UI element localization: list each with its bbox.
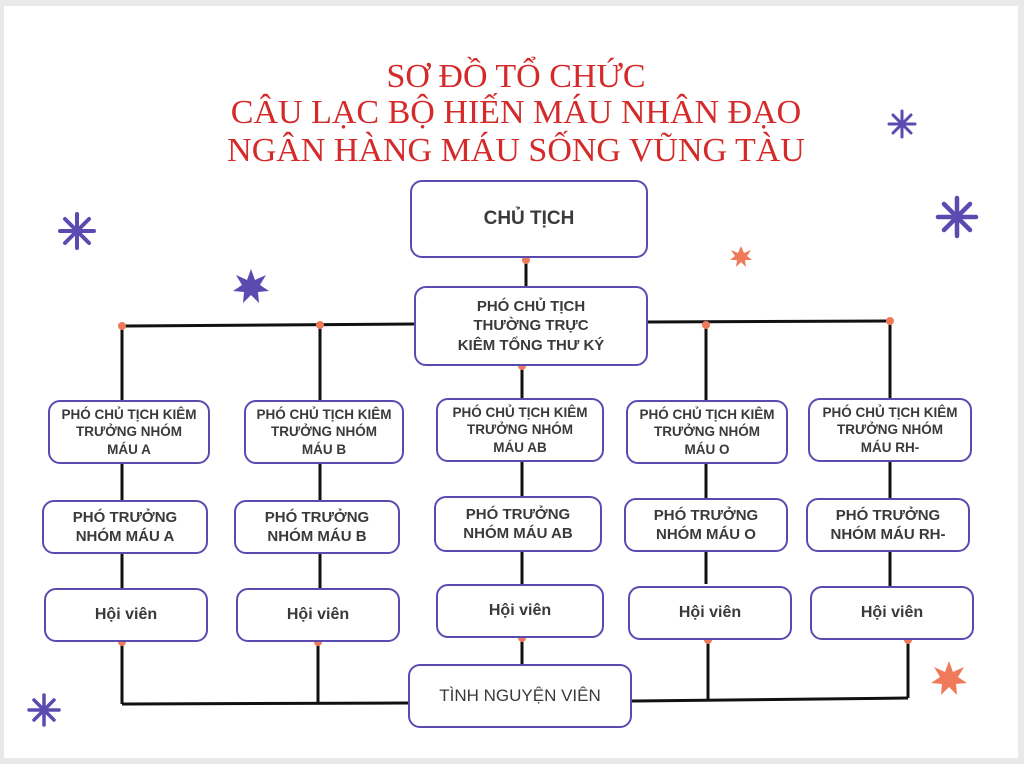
volunteer-box: TÌNH NGUYỆN VIÊN [408, 664, 632, 728]
asterisk-star-icon [935, 195, 979, 239]
deputy-line-2: NHÓM MÁU O [655, 526, 756, 543]
group-head-line-2: TRƯỞNG NHÓM [467, 422, 573, 438]
asterisk-star-icon [887, 109, 917, 139]
group-head-line-2: TRƯỞNG NHÓM [654, 424, 760, 440]
group-head-a-box: PHÓ CHỦ TỊCH KIÊM TRƯỞNG NHÓM MÁU A [48, 400, 210, 464]
deputy-line-2: NHÓM MÁU B [267, 528, 367, 545]
deputy-rh-box: PHÓ TRƯỞNG NHÓM MÁU RH- [806, 498, 970, 552]
deputy-b-box: PHÓ TRƯỞNG NHÓM MÁU B [234, 500, 400, 554]
group-head-line-3: MÁU A [107, 441, 151, 457]
deputy-ab-box: PHÓ TRƯỞNG NHÓM MÁU AB [434, 496, 602, 552]
group-head-line-3: MÁU B [301, 441, 347, 457]
connector-branch-right [647, 319, 891, 324]
org-chart-page: SƠ ĐỒ TỔ CHỨC CÂU LẠC BỘ HIẾN MÁU NHÂN Đ… [4, 6, 1018, 758]
group-head-line-1: PHÓ CHỦ TỊCH KIÊM [639, 406, 775, 422]
group-head-line-1: PHÓ CHỦ TỊCH KIÊM [452, 404, 588, 420]
group-head-rh-box: PHÓ CHỦ TỊCH KIÊM TRƯỞNG NHÓM MÁU RH- [808, 398, 972, 462]
connector-branch-left [121, 322, 415, 328]
group-head-line-1: PHÓ CHỦ TỊCH KIÊM [61, 406, 197, 422]
chart-title-line-2: CÂU LẠC BỘ HIẾN MÁU NHÂN ĐẠO [230, 94, 802, 131]
group-head-line-1: PHÓ CHỦ TỊCH KIÊM [256, 406, 392, 422]
deputy-line-1: PHÓ TRƯỞNG [465, 505, 571, 523]
vice-chairman-line-3: KIÊM TỔNG THƯ KÝ [457, 336, 605, 354]
burst-star-icon [233, 269, 269, 303]
member-a-box: Hội viên [44, 588, 208, 642]
deputy-line-1: PHÓ TRƯỞNG [264, 508, 370, 526]
group-head-line-1: PHÓ CHỦ TỊCH KIÊM [822, 404, 958, 420]
deputy-line-2: NHÓM MÁU A [75, 528, 175, 545]
burst-star-icon [730, 246, 752, 267]
group-head-line-3: MÁU RH- [860, 439, 920, 455]
chart-title-line-3: NGÂN HÀNG MÁU SỐNG VŨNG TÀU [227, 132, 805, 169]
vice-chairman-box: PHÓ CHỦ TỊCH THƯỜNG TRỰC KIÊM TỔNG THƯ K… [414, 286, 648, 366]
member-ab-box: Hội viên [436, 584, 604, 638]
vice-chairman-line-1: PHÓ CHỦ TỊCH [476, 297, 586, 315]
member-label: Hội viên [488, 601, 552, 619]
group-head-b-box: PHÓ CHỦ TỊCH KIÊM TRƯỞNG NHÓM MÁU B [244, 400, 404, 464]
burst-star-icon [931, 661, 967, 695]
member-b-box: Hội viên [236, 588, 400, 642]
deputy-line-1: PHÓ TRƯỞNG [653, 506, 759, 524]
connector-bus-right [631, 696, 909, 703]
connector-bus-left [121, 701, 409, 706]
chairman-label: CHỦ TỊCH [483, 207, 575, 229]
deputy-line-2: NHÓM MÁU AB [463, 525, 573, 542]
member-rh-box: Hội viên [810, 586, 974, 640]
group-head-ab-box: PHÓ CHỦ TỊCH KIÊM TRƯỞNG NHÓM MÁU AB [436, 398, 604, 462]
group-head-o-box: PHÓ CHỦ TỊCH KIÊM TRƯỞNG NHÓM MÁU O [626, 400, 788, 464]
group-head-line-2: TRƯỞNG NHÓM [837, 422, 943, 438]
member-label: Hội viên [94, 605, 158, 623]
deputy-line-2: NHÓM MÁU RH- [830, 526, 946, 543]
deputy-line-1: PHÓ TRƯỞNG [835, 506, 941, 524]
deputy-o-box: PHÓ TRƯỞNG NHÓM MÁU O [624, 498, 788, 552]
deputy-a-box: PHÓ TRƯỞNG NHÓM MÁU A [42, 500, 208, 554]
group-head-line-3: MÁU O [684, 441, 730, 457]
connector-lines [118, 256, 912, 706]
asterisk-star-icon [27, 693, 61, 727]
chart-title-line-1: SƠ ĐỒ TỔ CHỨC [386, 58, 646, 95]
vice-chairman-line-2: THƯỜNG TRỰC [473, 317, 589, 335]
member-label: Hội viên [286, 605, 350, 623]
member-o-box: Hội viên [628, 586, 792, 640]
asterisk-star-icon [58, 212, 96, 250]
group-head-line-3: MÁU AB [493, 439, 547, 455]
deputy-line-1: PHÓ TRƯỞNG [72, 508, 178, 526]
member-label: Hội viên [860, 603, 924, 621]
volunteer-label: TÌNH NGUYỆN VIÊN [439, 685, 601, 705]
group-head-line-2: TRƯỞNG NHÓM [76, 424, 182, 440]
member-label: Hội viên [678, 603, 742, 621]
chairman-box: CHỦ TỊCH [410, 180, 648, 258]
group-head-line-2: TRƯỞNG NHÓM [271, 424, 377, 440]
